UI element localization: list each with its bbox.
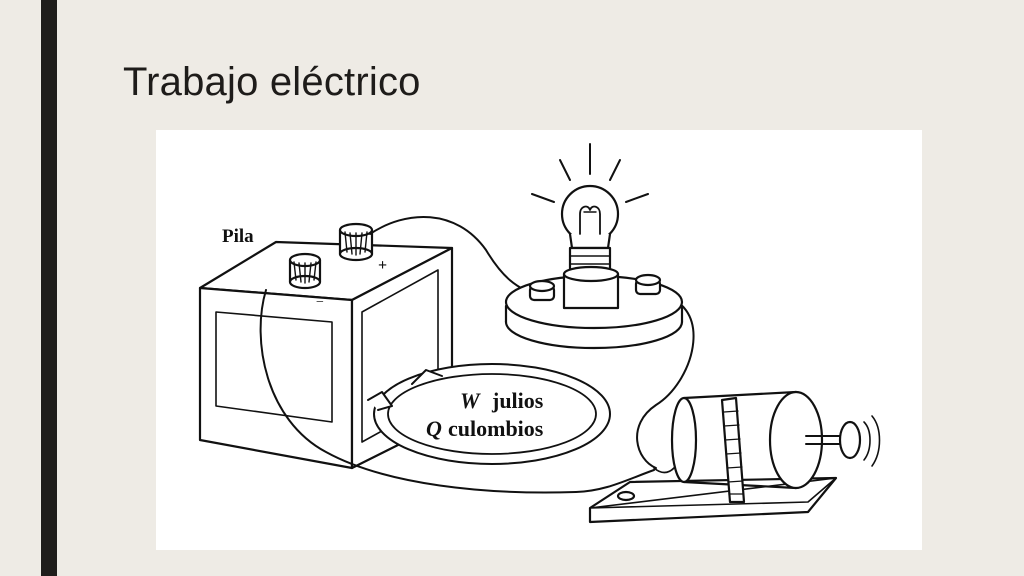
battery-plus-sign: +	[378, 257, 387, 274]
lamp-base	[504, 265, 684, 350]
electric-motor	[588, 390, 881, 524]
light-bulb	[531, 143, 649, 278]
battery-minus-sign: −	[316, 295, 324, 310]
charge-symbol: Q	[426, 416, 442, 441]
slide-accent-bar	[41, 0, 57, 576]
energy-loop-arrow	[367, 363, 611, 465]
work-symbol: W	[460, 388, 481, 413]
wire-battery-to-lamp	[369, 215, 543, 297]
work-units: julios	[491, 388, 544, 413]
battery-positive-terminal	[338, 222, 374, 262]
circuit-drawing: Pila − + W julios Q culombios	[198, 143, 881, 524]
charge-units: culombios	[448, 416, 544, 441]
slide-title: Trabajo eléctrico	[123, 60, 421, 104]
wire-motor-to-battery	[259, 289, 655, 494]
battery-label: Pila	[222, 226, 254, 247]
battery-negative-terminal	[288, 252, 322, 290]
circuit-illustration: Pila − + W julios Q culombios	[156, 130, 922, 550]
wire-lamp-to-motor	[636, 293, 695, 469]
